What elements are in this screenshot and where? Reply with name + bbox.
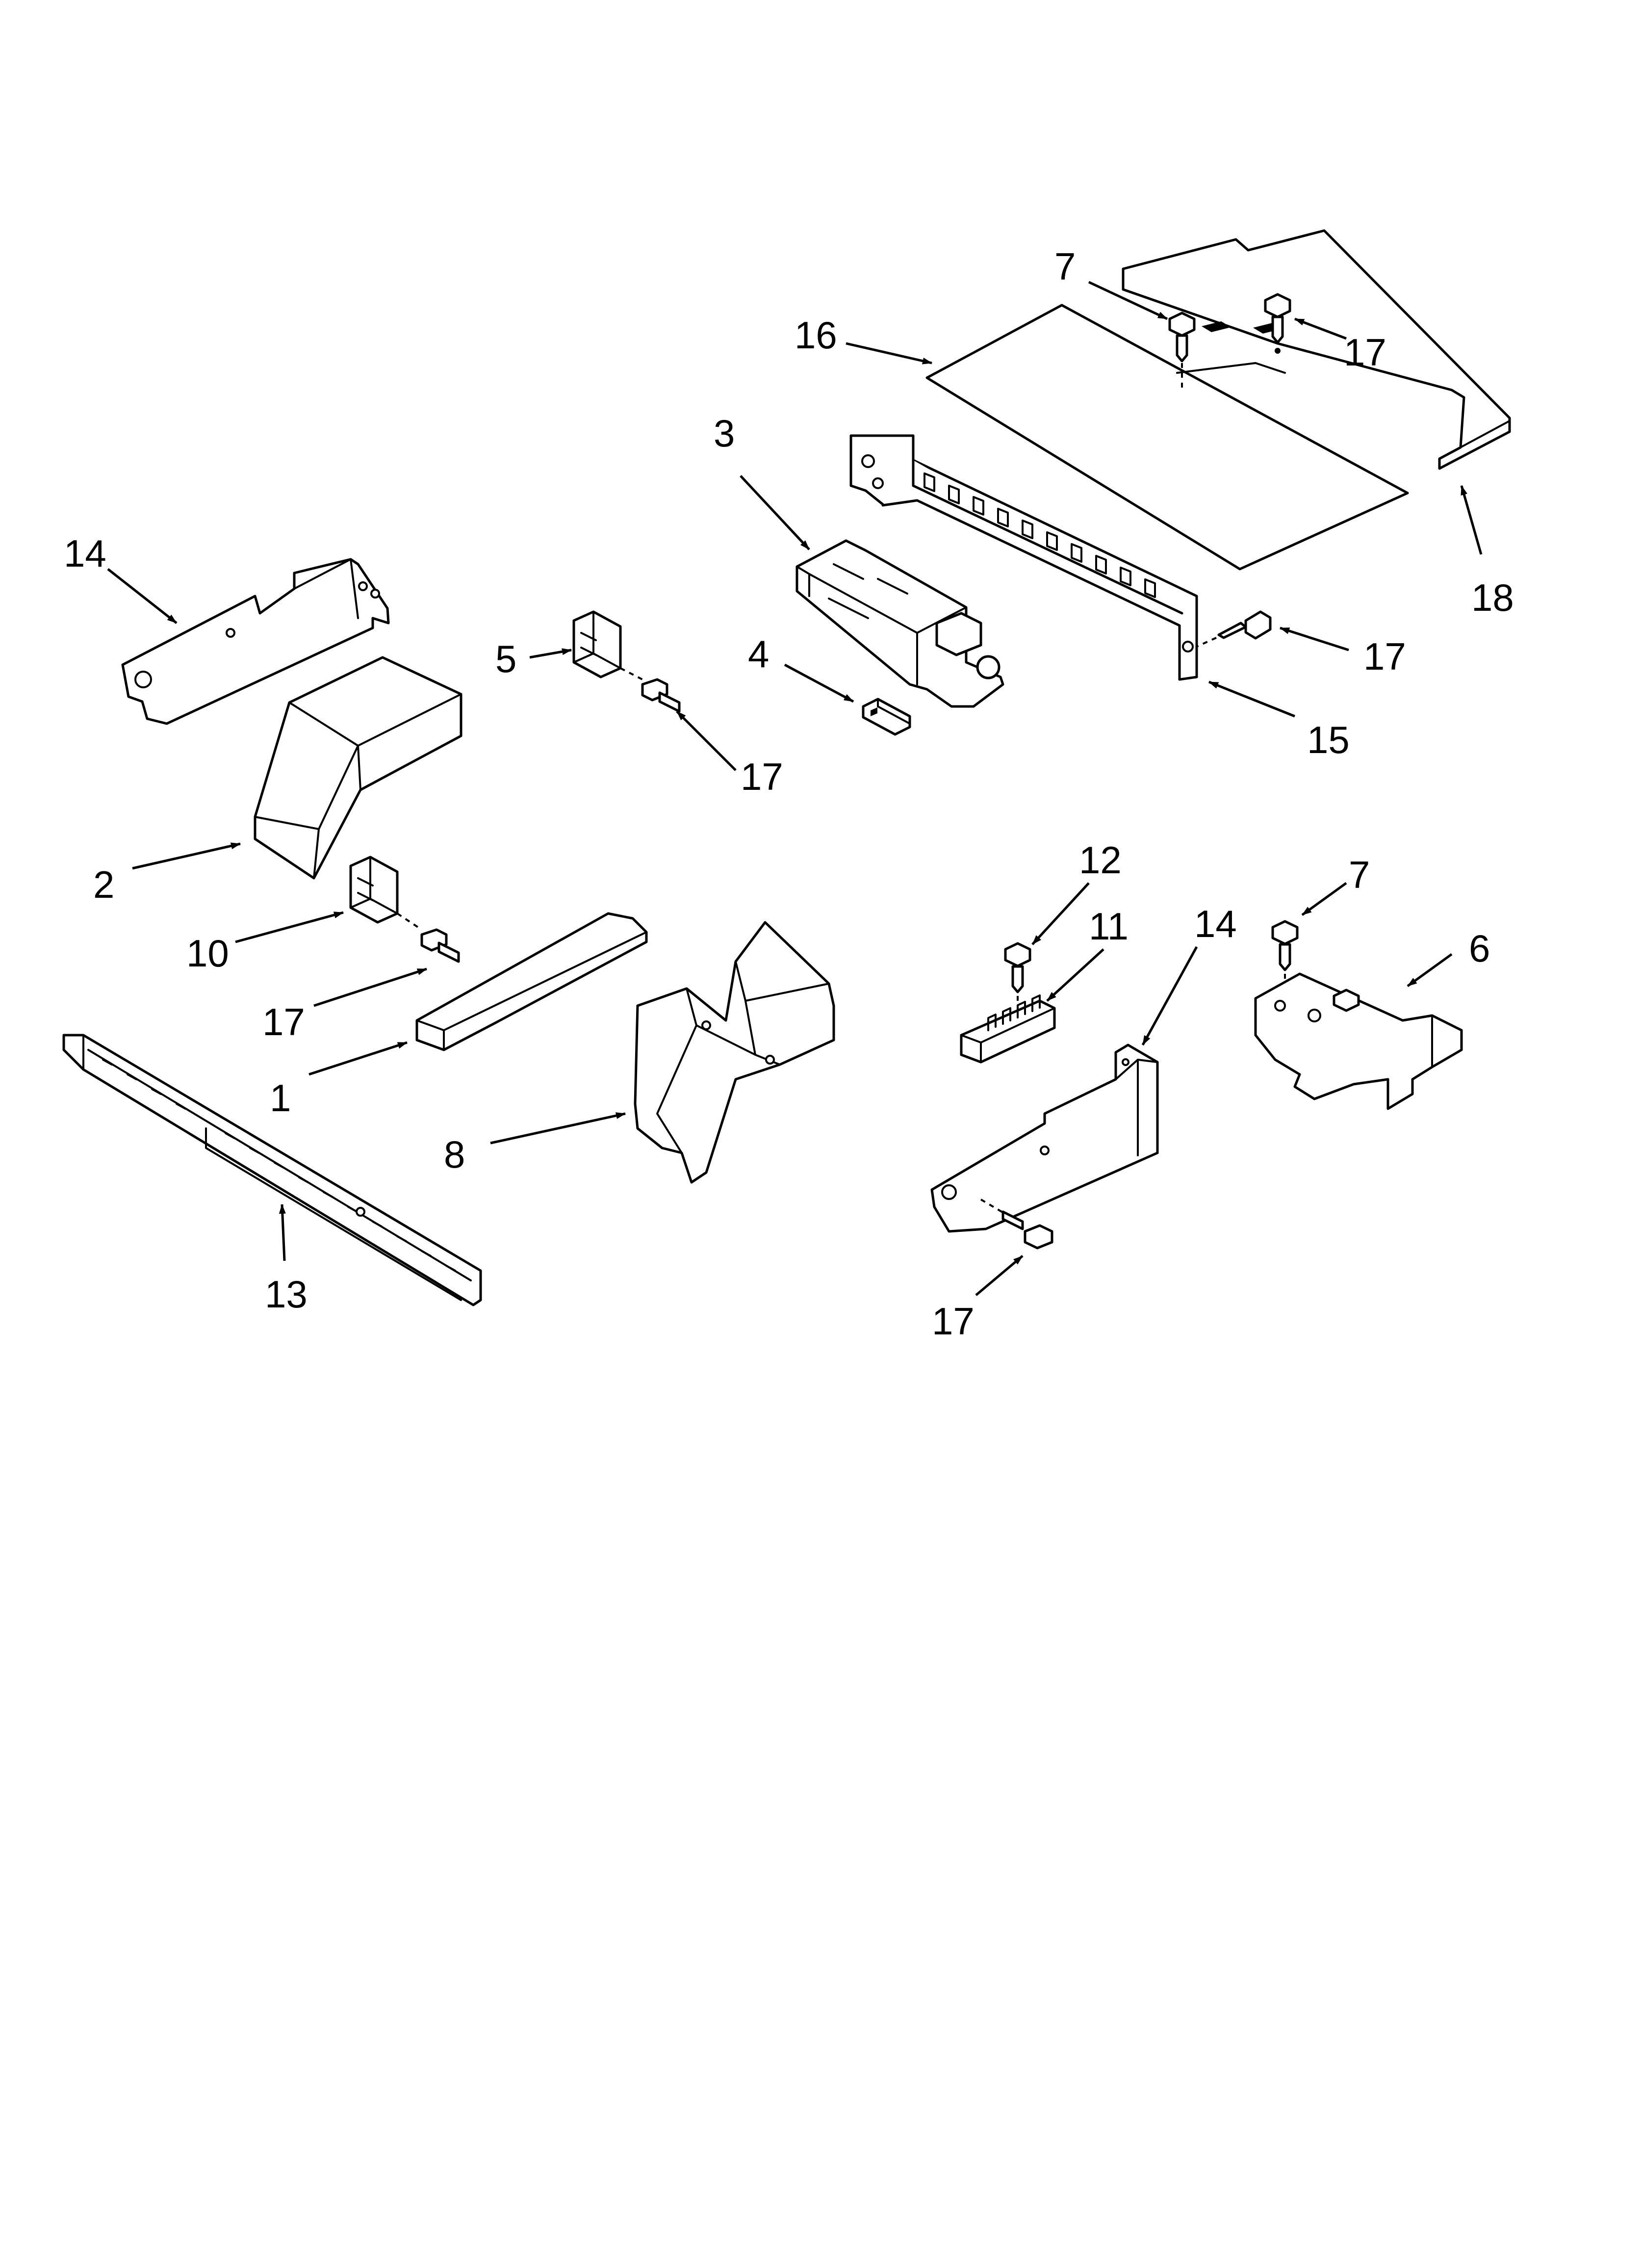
callout-8: 8 <box>444 1133 465 1176</box>
part-17-screw-left <box>420 928 460 963</box>
leader-lines <box>107 281 1483 1296</box>
callout-17-right: 17 <box>1363 635 1406 678</box>
callout-labels: 7 16 17 18 3 14 5 4 17 17 15 2 10 17 1 1… <box>64 245 1514 1343</box>
part-7-screw-top <box>1168 312 1196 388</box>
callout-17-mid: 17 <box>741 755 783 798</box>
part-17-screw-mid <box>641 678 681 713</box>
part-11-terminal-block <box>960 994 1056 1064</box>
callout-11: 11 <box>1089 905 1129 948</box>
callout-6: 6 <box>1469 927 1490 970</box>
callout-18: 18 <box>1471 576 1514 619</box>
part-14-bracket-right <box>930 1043 1159 1233</box>
part-6-mounting-plate <box>1254 972 1463 1110</box>
bracket-slots <box>924 472 1156 598</box>
callout-10: 10 <box>186 932 229 975</box>
part-17-screw-right <box>1196 610 1272 648</box>
part-13-slotted-rail <box>62 1034 482 1306</box>
part-14-bracket-left <box>121 558 390 725</box>
callout-1: 1 <box>270 1076 291 1120</box>
part-17-screw-top-right <box>1264 293 1291 354</box>
callout-14-left: 14 <box>64 532 106 575</box>
part-15-perforated-bracket <box>849 434 1198 681</box>
callout-17-top: 17 <box>1344 331 1386 374</box>
callout-3: 3 <box>714 412 735 455</box>
part-1-rail <box>415 912 648 1051</box>
callout-17-lower: 17 <box>932 1300 975 1343</box>
callout-15: 15 <box>1307 718 1350 761</box>
part-2-duct <box>254 656 462 880</box>
callout-4: 4 <box>748 632 769 676</box>
part-16-heat-shield <box>925 304 1409 571</box>
callout-12: 12 <box>1079 838 1122 882</box>
part-8-shield <box>634 921 835 1184</box>
rail-slots <box>102 1059 456 1272</box>
part-7-screw-right <box>1271 920 1299 996</box>
part-5-switch <box>572 610 643 680</box>
callout-2: 2 <box>93 863 114 906</box>
callout-5: 5 <box>495 637 516 680</box>
part-10-switch <box>349 856 423 931</box>
callout-7-right: 7 <box>1349 853 1370 896</box>
callout-16: 16 <box>795 313 837 357</box>
part-18-top-cover <box>1122 229 1511 470</box>
part-17-screw-lower <box>980 1199 1053 1250</box>
callout-7-top: 7 <box>1054 245 1076 288</box>
callout-17-left: 17 <box>262 1000 305 1043</box>
part-3-control-assembly <box>795 539 1004 708</box>
callout-13: 13 <box>265 1273 308 1316</box>
part-12-screw <box>1004 942 1031 1011</box>
callout-14-right: 14 <box>1194 902 1237 945</box>
part-4-connector <box>862 698 911 736</box>
